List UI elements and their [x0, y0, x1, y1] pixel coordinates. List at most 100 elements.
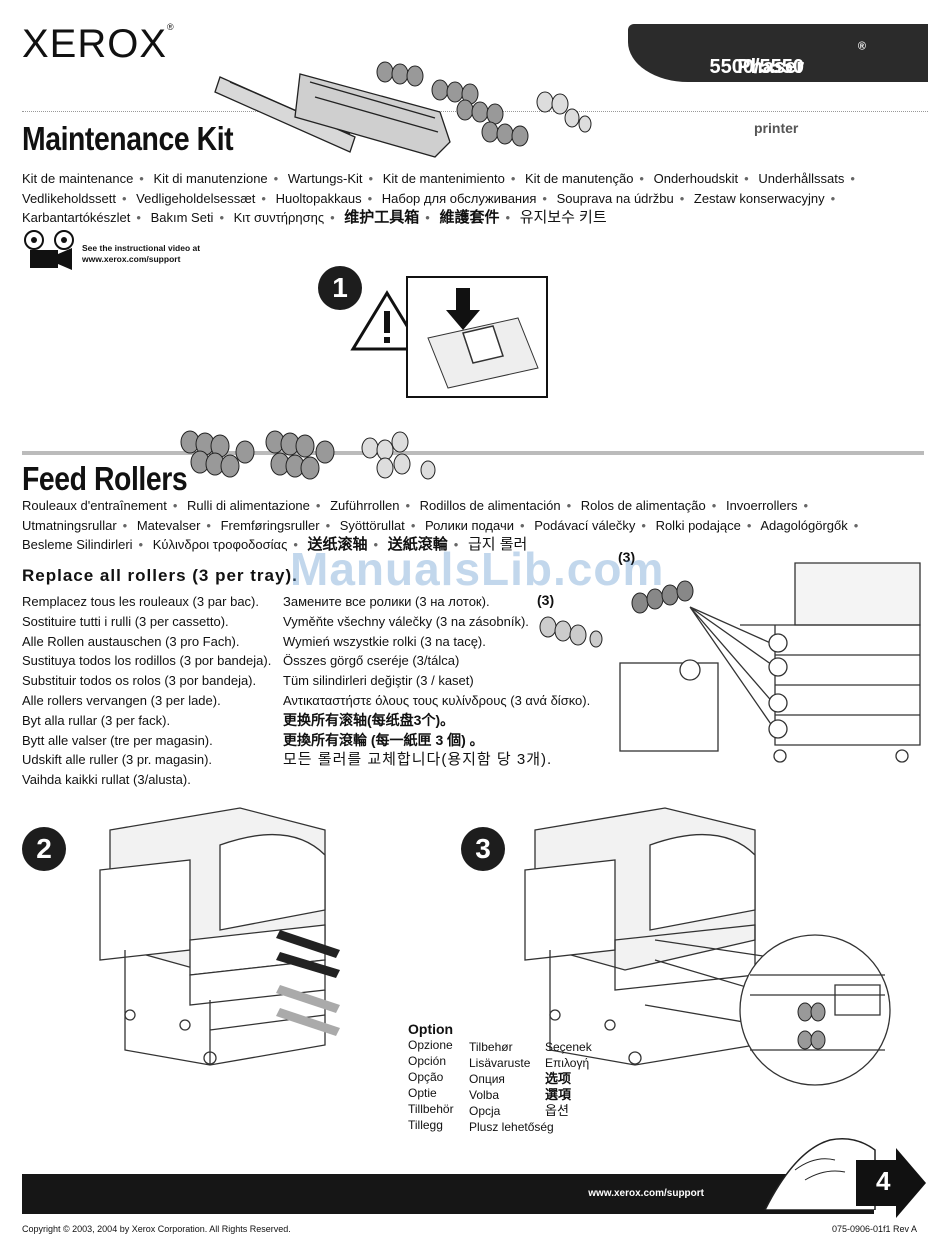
product-name: Phaser® 5500/5550	[709, 40, 866, 78]
maintenance-kit-title: Maintenance Kit	[22, 120, 234, 157]
translation: Vedlikeholdssett	[22, 190, 116, 206]
translation: Kit de mantenimiento	[382, 171, 505, 186]
translation: Rulli di alimentazione	[187, 498, 310, 513]
roller-count-label: (3)	[618, 549, 636, 565]
feed-rollers-translations: Rouleaux d'entraînement• Rulli di alimen…	[22, 498, 859, 553]
replace-instructions-left: Remplacez tous les rouleaux (3 par bac).…	[22, 592, 271, 790]
instruction: Alle rollers vervangen (3 per lade).	[22, 692, 221, 708]
option-translation: 选项	[545, 1071, 572, 1086]
option-translation: Opzione	[408, 1038, 453, 1052]
translation: Wartungs-Kit	[287, 171, 363, 186]
xerox-logo: XEROX®	[22, 22, 175, 67]
translation: Adagológörgők	[760, 517, 848, 533]
page-number-arrow[interactable]: 4	[856, 1148, 928, 1223]
step-1-badge: 1	[318, 266, 362, 310]
printer-trays-illustration	[99, 807, 340, 1066]
translation: Huoltopakkaus	[275, 190, 362, 206]
power-switch-illustration	[427, 288, 539, 389]
translation: Rolki podające	[655, 517, 741, 533]
instruction: Összes görgő cseréje (3/tálca)	[283, 653, 460, 669]
option-column-3: Seçenek Επιλογή 选项 選項 옵션	[545, 1039, 592, 1119]
instruction: Tüm silindirleri değiştir (3 / kaset)	[283, 673, 474, 689]
product-prefix: Phaser	[737, 56, 804, 78]
product-type: printer	[754, 120, 799, 136]
instruction: Substituir todos os rolos (3 por bandeja…	[22, 673, 257, 689]
footer-url: www.xerox.com/support	[588, 1188, 704, 1199]
page-number: 4	[876, 1166, 891, 1196]
instruction: 모든 롤러를 교체합니다(용지함 당 3개).	[283, 751, 553, 769]
translation: Onderhoudskit	[653, 171, 739, 186]
instruction: Vaihda kaikki rullat (3/alusta).	[22, 772, 191, 788]
option-column-2: Tilbehør Lisävaruste Опция Volba Opcja P…	[469, 1039, 554, 1135]
translation: Podávací válečky	[534, 517, 636, 533]
video-note: See the instructional video at www.xerox…	[82, 243, 200, 265]
translation: Ролики подачи	[425, 517, 515, 533]
instruction: 更换所有滚轴(每纸盘3个)。	[283, 711, 455, 728]
translation: Vedligeholdelsessæt	[136, 190, 256, 206]
translation: Syöttörullat	[339, 517, 405, 533]
instruction: Sustituya todos los rodillos (3 por band…	[22, 653, 272, 669]
watermark: ManualsLib.com	[290, 543, 665, 595]
roller-location-diagram	[539, 562, 921, 763]
product-banner: Phaser® 5500/5550	[628, 24, 928, 82]
translation: 送纸滚轴	[307, 536, 368, 553]
translation: Utmatningsrullar	[22, 517, 117, 533]
option-translation: Opção	[408, 1070, 444, 1084]
roller-count-label: (3)	[537, 592, 555, 608]
instruction: Sostituire tutti i rulli (3 per cassetto…	[22, 613, 229, 629]
option-translation: Optie	[408, 1086, 437, 1100]
translation: Kit de maintenance	[22, 171, 134, 186]
option-translation: Volba	[469, 1088, 500, 1102]
option-translation: 選項	[545, 1087, 572, 1102]
translation: 維護套件	[439, 209, 500, 226]
document-number: 075-0906-01f1 Rev A	[831, 1224, 917, 1234]
instruction: Αντικαταστήστε όλους τους κυλίνδρους (3 …	[283, 692, 591, 708]
translation: 维护工具箱	[344, 209, 420, 226]
translation: Kit di manutenzione	[153, 171, 268, 186]
maintenance-kit-translations: Kit de maintenance• Kit di manutenzione•…	[22, 171, 855, 226]
option-translation: Opcja	[469, 1104, 501, 1118]
translation: Karbantartókészlet	[22, 210, 131, 225]
option-translation: Tillegg	[408, 1118, 443, 1132]
footer-bar: www.xerox.com/support	[22, 1174, 874, 1214]
option-translation: Lisävaruste	[469, 1056, 531, 1070]
instruction: Wymień wszystkie rolki (3 na tacę).	[283, 633, 486, 649]
option-translation: Opción	[408, 1054, 447, 1068]
translation: Souprava na údržbu	[556, 190, 674, 206]
replace-rollers-heading: Replace all rollers (3 per tray).	[22, 566, 298, 585]
translation: Κιτ συντήρησης	[233, 210, 325, 225]
instruction: Замените все ролики (3 на лоток).	[283, 594, 490, 609]
option-translation: 옵션	[545, 1103, 569, 1118]
step-3-badge: 3	[461, 827, 505, 871]
option-translation: Tilbehør	[469, 1040, 513, 1054]
translation: Κύλινδροι τροφοδοσίας	[152, 537, 288, 552]
instruction: 更換所有滾輪 (每一紙匣 3 個) 。	[283, 731, 484, 748]
hand-page-turn-illustration	[764, 1138, 876, 1210]
brand-mark: ®	[167, 22, 175, 32]
option-translation: Опция	[469, 1072, 505, 1086]
feed-rollers-illustration	[180, 430, 436, 480]
instruction: Alle Rollen austauschen (3 pro Fach).	[22, 633, 240, 649]
option-translation: Plusz lehetőség	[469, 1120, 554, 1134]
option-column-1: Option Opzione Opción Opção Optie Tillbe…	[408, 1021, 454, 1133]
translation: 유지보수 키트	[519, 209, 607, 226]
power-switch-panel	[406, 276, 548, 398]
product-models: 5500/5550	[709, 56, 804, 78]
option-title: Option	[408, 1021, 454, 1037]
warning-icon	[350, 290, 424, 351]
film-camera-icon	[24, 230, 74, 270]
section-divider	[22, 451, 924, 455]
brand-name: XEROX	[22, 22, 168, 66]
translation: Zestaw konserwacyjny	[693, 190, 825, 206]
translation: Zuführrollen	[330, 498, 400, 513]
next-page-arrow-icon	[856, 1148, 926, 1218]
copyright: Copyright © 2003, 2004 by Xerox Corporat…	[22, 1224, 291, 1234]
video-note-url: www.xerox.com/support	[82, 254, 181, 264]
translation: Invoerrollers	[725, 498, 798, 513]
translation: Rolos de alimentação	[580, 498, 706, 513]
video-note-line: See the instructional video at	[82, 243, 201, 253]
translation: Набор для обслуживания	[381, 190, 537, 206]
instruction: Vyměňte všechny válečky (3 na zásobník).	[283, 613, 529, 629]
instruction: Byt alla rullar (3 per fack).	[22, 712, 171, 728]
translation: Kit de manutenção	[525, 171, 634, 186]
